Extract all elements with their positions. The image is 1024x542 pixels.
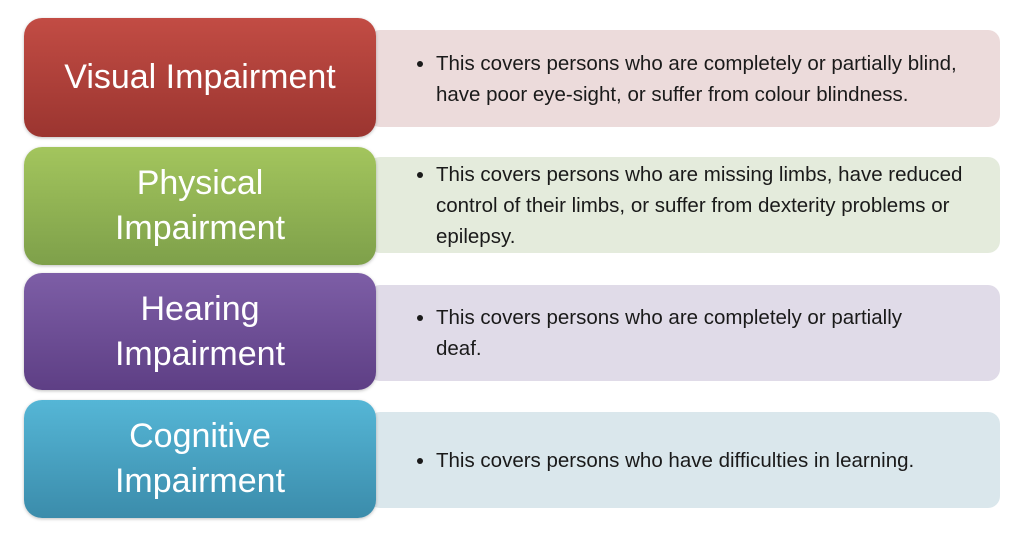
category-label: Visual Impairment xyxy=(24,18,376,137)
description-box: This covers persons who are completely o… xyxy=(368,285,1000,381)
category-label: Cognitive Impairment xyxy=(24,400,376,518)
description-text: This covers persons who are completely o… xyxy=(436,48,980,110)
category-label: Hearing Impairment xyxy=(24,273,376,390)
description-text: This covers persons who have difficultie… xyxy=(436,445,914,476)
description-text: This covers persons who are completely o… xyxy=(436,302,906,364)
category-label: Physical Impairment xyxy=(24,147,376,265)
description-box: This covers persons who are missing limb… xyxy=(368,157,1000,253)
description-text: This covers persons who are missing limb… xyxy=(436,159,980,252)
description-box: This covers persons who have difficultie… xyxy=(368,412,1000,508)
description-box: This covers persons who are completely o… xyxy=(368,30,1000,127)
